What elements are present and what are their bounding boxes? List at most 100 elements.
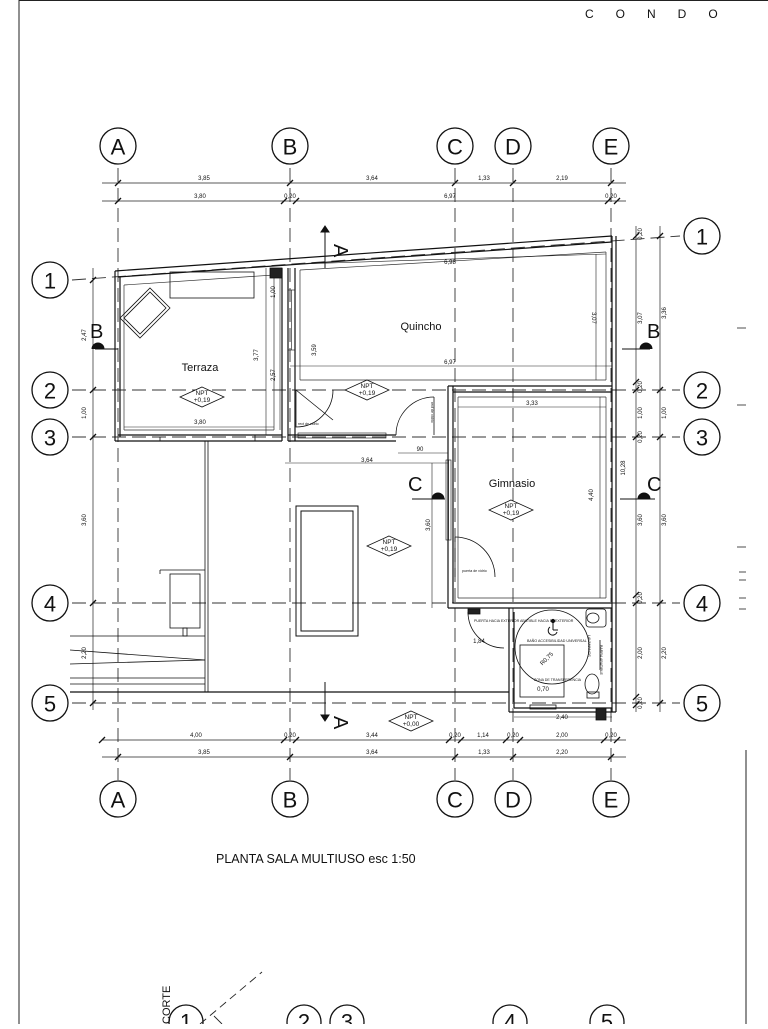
axis-bubble-b-bottom bbox=[271, 780, 309, 818]
dim-right-outer-2: 1,00 bbox=[662, 407, 668, 419]
axis-bubble-2-right bbox=[683, 371, 721, 409]
axis-label-e-bottom: E bbox=[604, 788, 619, 813]
dim-left-3: 3,60 bbox=[82, 514, 88, 526]
axis-label-1-right: 1 bbox=[696, 225, 708, 250]
npt-quincho-label: NPT bbox=[361, 383, 374, 390]
interior-dimension-values: 6,98 6,97 3,07 1,00 3,59 3,77 2,57 3,80 … bbox=[194, 260, 596, 721]
dim-bottom-outer-8: 0,20 bbox=[605, 733, 617, 739]
section-letters: A A B B C C bbox=[90, 244, 661, 730]
section-c-left: C bbox=[408, 474, 422, 496]
dim-bottom-inner-2: 3,64 bbox=[366, 750, 378, 756]
axis-bubble-5-left bbox=[31, 684, 69, 722]
dim-bottom-inner-4: 2,20 bbox=[556, 750, 568, 756]
axis-label-3-left: 3 bbox=[44, 426, 56, 451]
note-transfer: ZONA DE TRANSFERENCIA bbox=[534, 678, 582, 682]
dim-bottom-outer-2: 0,20 bbox=[284, 733, 296, 739]
axis-label-4-lower: 4 bbox=[504, 1010, 516, 1025]
axis-label-d-top: D bbox=[505, 135, 521, 160]
note-door-3: puerta de vidrio bbox=[462, 569, 487, 573]
dim-left-2: 1,00 bbox=[82, 407, 88, 419]
axis-label-2-right: 2 bbox=[696, 379, 708, 404]
dim-top-inner-3: 6,97 bbox=[444, 194, 456, 200]
right-margin-marks bbox=[737, 327, 746, 610]
dim-terraza-w: 3,80 bbox=[194, 420, 206, 426]
dim-right-inner-2: 3,07 bbox=[638, 312, 644, 324]
dimension-lines bbox=[92, 182, 661, 758]
axis-label-5-left: 5 bbox=[44, 692, 56, 717]
small-annotations: rect de vidrio rect de vidrio puerta de … bbox=[298, 402, 603, 682]
lower-corte-label: CORTE bbox=[161, 986, 173, 1024]
room-labels: Terraza Quincho Gimnasio bbox=[182, 321, 536, 490]
dim-bath-b: 0,70 bbox=[537, 687, 549, 693]
dim-quincho-mid: 6,97 bbox=[444, 360, 456, 366]
level-markers bbox=[179, 379, 534, 732]
dim-top-outer-1: 3,85 bbox=[198, 176, 210, 182]
axis-label-c-top: C bbox=[447, 135, 463, 160]
dim-terraza-v: 2,57 bbox=[271, 369, 277, 381]
axis-label-d-bottom: D bbox=[505, 788, 521, 813]
plan-title: PLANTA SALA MULTIUSO esc 1:50 bbox=[216, 852, 416, 866]
section-b-right: B bbox=[647, 321, 660, 343]
axis-bubble-2-left bbox=[31, 371, 69, 409]
dim-top-inner-4: 0,20 bbox=[605, 194, 617, 200]
axis-label-3-right: 3 bbox=[696, 426, 708, 451]
section-cuts bbox=[91, 225, 655, 722]
dim-right-outer-4: 3,60 bbox=[662, 514, 668, 526]
axis-label-2-lower: 2 bbox=[298, 1010, 310, 1025]
axis-bubble-5-right bbox=[683, 684, 721, 722]
dim-bottom-outer-3: 3,44 bbox=[366, 733, 378, 739]
axis-bubble-e-bottom bbox=[592, 780, 630, 818]
axis-label-1-left: 1 bbox=[44, 269, 56, 294]
dim-col-b-2: 3,59 bbox=[312, 344, 318, 356]
dim-terraza-h: 3,77 bbox=[254, 349, 260, 361]
dim-top-outer-4: 2,19 bbox=[556, 176, 568, 182]
dim-right-outer-1: 3,36 bbox=[662, 307, 668, 319]
axis-bubble-3-lower bbox=[329, 1004, 365, 1029]
axis-label-e-top: E bbox=[604, 135, 619, 160]
note-door-1: rect de vidrio bbox=[298, 422, 319, 426]
walls bbox=[70, 235, 617, 713]
dim-top-inner-2: 0,20 bbox=[284, 194, 296, 200]
axis-bubble-b-top bbox=[271, 127, 309, 165]
dim-top-outer-2: 3,64 bbox=[366, 176, 378, 182]
dim-right-outer-5: 2,20 bbox=[662, 647, 668, 659]
axis-bubble-d-top bbox=[494, 127, 532, 165]
dim-gym-w: 3,33 bbox=[526, 401, 538, 407]
axis-bubble-c-top bbox=[436, 127, 474, 165]
dim-top-outer-3: 1,33 bbox=[478, 176, 490, 182]
dim-bottom-outer-7: 2,00 bbox=[556, 733, 568, 739]
room-quincho: Quincho bbox=[401, 321, 442, 333]
room-gimnasio: Gimnasio bbox=[489, 478, 535, 490]
inner-lines bbox=[123, 251, 607, 599]
dim-right-inner-3: 0,20 bbox=[638, 381, 644, 393]
dim-center-h: 3,60 bbox=[426, 519, 432, 531]
axis-bubble-1-left bbox=[31, 261, 69, 299]
wheelchair-icon bbox=[547, 618, 558, 636]
dim-right-inner-8: 2,00 bbox=[638, 647, 644, 659]
note-sink: LAVAMANOS bbox=[587, 635, 591, 657]
dim-bottom-outer-4: 0,20 bbox=[449, 733, 461, 739]
dim-bottom-outer-1: 4,00 bbox=[190, 733, 202, 739]
level-texts: NPT +0,19 NPT +0,19 NPT +0,19 NPT +0,19 … bbox=[194, 383, 520, 728]
dim-bath-a: 1,84 bbox=[473, 639, 485, 645]
bathroom-fixtures bbox=[467, 608, 607, 721]
dimension-ticks bbox=[89, 179, 664, 761]
axis-label-c-bottom: C bbox=[447, 788, 463, 813]
axis-bubble-4-left bbox=[31, 584, 69, 622]
exterior-structure bbox=[69, 435, 256, 692]
dim-left-1: 2,47 bbox=[82, 329, 88, 341]
dim-right-inner-7: 0,20 bbox=[638, 592, 644, 604]
header-title: CONDO bbox=[585, 7, 740, 21]
npt-terraza-label: NPT bbox=[196, 390, 209, 397]
axis-bubble-e-top bbox=[592, 127, 630, 165]
section-a-bottom: A bbox=[329, 716, 351, 730]
dim-bottom-inner-3: 1,33 bbox=[478, 750, 490, 756]
dim-gym-h: 4,40 bbox=[589, 489, 595, 501]
npt-center-value: +0,19 bbox=[381, 546, 398, 553]
dim-top-inner-1: 3,80 bbox=[194, 194, 206, 200]
axis-bubble-4-lower bbox=[492, 1004, 528, 1029]
dim-right-inner-5: 0,20 bbox=[638, 431, 644, 443]
axis-label-a-bottom: A bbox=[111, 788, 126, 813]
